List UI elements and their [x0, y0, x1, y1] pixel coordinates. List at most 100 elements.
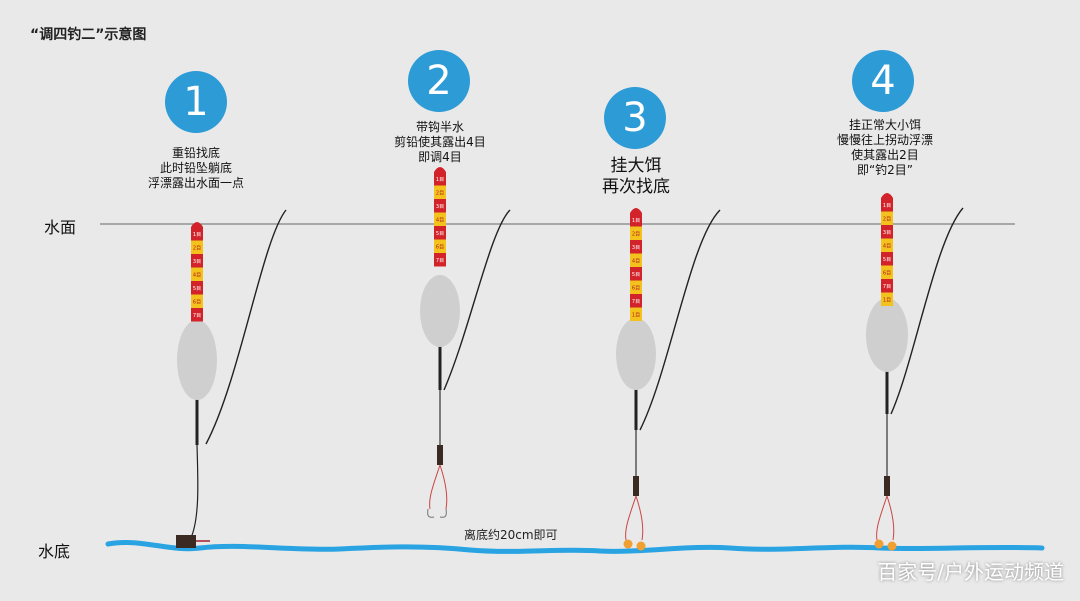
step-1-leader-line — [189, 444, 199, 541]
step-3-bait-right — [636, 541, 646, 551]
step-3-fishing-line — [639, 209, 721, 431]
step-3-float-mark-label: 6目 — [632, 285, 640, 291]
step-2-float-tip — [434, 167, 446, 172]
step-3-caption: 挂大饵 再次找底 — [556, 156, 716, 198]
step-1-float-mark-label: 1目 — [193, 232, 201, 238]
watermark: 百家号/户外运动频道 — [877, 560, 1064, 584]
step-4-float-segment — [881, 292, 893, 306]
step-3-float-mark-label: 1目 — [632, 218, 640, 224]
step-3-badge: 3 — [604, 87, 666, 149]
step-3-bait-left — [623, 539, 633, 549]
step-4-line-3: 使其露出2目 — [851, 148, 919, 162]
step-1-line-2: 此时铅坠躺底 — [159, 161, 232, 175]
step-1-float-segment — [191, 267, 203, 281]
step-3-line-1: 挂大饵 — [610, 156, 662, 176]
step-4-line-2: 慢慢往上拐动浮漂 — [836, 133, 933, 147]
step-3-hook-line-right — [635, 495, 644, 541]
step-2-caption: 带钩半水 剪铅使其露出4目 即调4目 — [360, 120, 520, 165]
diagram-title: “调四钓二”示意图 — [30, 27, 147, 43]
water-bottom-label: 水底 — [38, 542, 71, 561]
step-1-sinker — [176, 535, 196, 548]
step-2-hook-line-left — [429, 464, 441, 510]
step-4-float-mark-label: 3目 — [883, 230, 891, 236]
step-2-line-3: 即调4目 — [418, 150, 462, 164]
step-4-float-tip — [881, 193, 893, 198]
step-4-float-mark-label: 2目 — [883, 216, 891, 222]
step-2-float-mark-label: 3目 — [436, 204, 444, 210]
step-1-float-mark-label: 2目 — [193, 245, 201, 251]
step-1-float-mark-label: 6目 — [193, 299, 201, 305]
step-2-float-segment — [434, 185, 446, 199]
step-3-float-segment — [630, 294, 642, 308]
step-4-float-segment — [881, 279, 893, 293]
step-3-float-mark-label: 1目 — [632, 312, 640, 318]
step-4-float-mark-label: 4目 — [883, 243, 891, 249]
step-3-float-segment — [630, 240, 642, 254]
step-4-hook-line-left — [876, 495, 888, 541]
step-2-hook-right — [439, 508, 447, 518]
step-2-swivel — [437, 445, 443, 465]
step-2-float-mark-label: 2目 — [436, 190, 444, 196]
step-2-float-mark-label: 5目 — [436, 231, 444, 237]
step-1-float-mark-label: 7目 — [193, 313, 201, 319]
step-2-badge: 2 — [408, 50, 470, 112]
step-4-float-segment — [881, 252, 893, 266]
step-3-float-tip — [630, 208, 642, 213]
step-1-float-body — [177, 320, 217, 400]
step-4-float-mark-label: 1目 — [883, 203, 891, 209]
step-4-bait-left — [874, 539, 884, 549]
step-2-float-mark-label: 4目 — [436, 217, 444, 223]
step-3-float-segment — [630, 253, 642, 267]
step-4-float-mark-label: 5目 — [883, 257, 891, 263]
step-4-float-segment — [881, 198, 893, 212]
step-1-float-mark-label: 5目 — [193, 286, 201, 292]
step-1-float-segment — [191, 281, 203, 295]
step-4-fishing-line — [890, 207, 964, 415]
step-1-float-segment — [191, 294, 203, 308]
step-4-float-mark-label: 6目 — [883, 270, 891, 276]
step-2-fishing-line — [443, 209, 511, 391]
step-3-float-segment — [630, 267, 642, 281]
step-3-hook-line-left — [625, 495, 637, 541]
step-1-line-3: 浮漂露出水面一点 — [147, 176, 244, 190]
step-2-hook-line-right — [439, 464, 448, 510]
step-2-float-segment — [434, 226, 446, 240]
step-3-float-mark-label: 2目 — [632, 231, 640, 237]
step-2-float-segment — [434, 172, 446, 186]
step-4-float-segment — [881, 211, 893, 225]
step-2-float-body — [420, 275, 460, 347]
step-4-float-body — [866, 298, 908, 372]
step-1-float-segment — [191, 240, 203, 254]
step-4-float-segment — [881, 238, 893, 252]
step-3-float-segment — [630, 280, 642, 294]
step-1-badge: 1 — [165, 71, 227, 133]
step-4-bait-right — [887, 541, 897, 551]
step-3-float-segment — [630, 213, 642, 227]
step-4-badge: 4 — [852, 50, 914, 112]
step-2-line-2: 剪铅使其露出4目 — [394, 135, 486, 149]
step-4-float-segment — [881, 225, 893, 239]
step-1-fishing-line — [205, 209, 287, 445]
step-2-float-segment — [434, 212, 446, 226]
step-1-float-mark-label: 4目 — [193, 272, 201, 278]
water-surface-label: 水面 — [44, 218, 77, 237]
distance-note: 离底约20cm即可 — [464, 528, 558, 542]
step-3-float-mark-label: 5目 — [632, 272, 640, 278]
step-3-float-segment — [630, 307, 642, 321]
step-1-float-tip — [191, 222, 203, 227]
step-4-float-mark-label: 7目 — [883, 284, 891, 290]
step-3-float-body — [616, 318, 656, 390]
step-2-float-segment — [434, 199, 446, 213]
step-4-swivel — [884, 476, 890, 496]
step-3-float-mark-label: 3目 — [632, 245, 640, 251]
step-1-caption: 重铅找底 此时铅坠躺底 浮漂露出水面一点 — [116, 146, 276, 191]
step-1-line-1: 重铅找底 — [171, 146, 220, 160]
step-3-float-mark-label: 7目 — [632, 299, 640, 305]
step-4-float-segment — [881, 265, 893, 279]
step-2-float-mark-label: 7目 — [436, 258, 444, 264]
step-3-swivel — [633, 476, 639, 496]
step-1-float-segment — [191, 254, 203, 268]
step-3-float-segment — [630, 226, 642, 240]
step-4-line-4: 即“钓2目” — [856, 163, 914, 177]
